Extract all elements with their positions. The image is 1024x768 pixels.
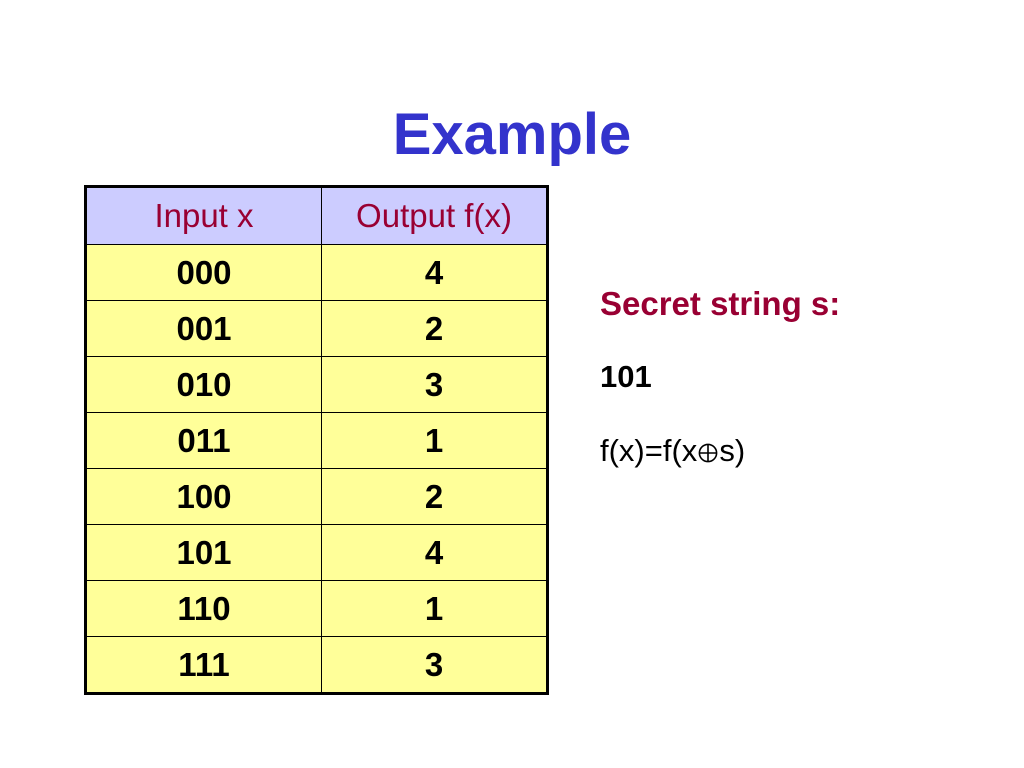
circled-plus-icon xyxy=(698,443,718,463)
input-cell: 011 xyxy=(85,412,322,469)
secret-string-label: Secret string s: xyxy=(600,285,841,322)
input-cell: 010 xyxy=(85,356,322,413)
input-cell: 001 xyxy=(85,300,322,357)
output-cell: 3 xyxy=(321,356,548,413)
truth-table: Input x Output f(x) 000 4 001 2 010 3 01… xyxy=(84,185,549,695)
relation-right: s) xyxy=(719,433,746,468)
input-cell: 111 xyxy=(85,636,322,694)
periodicity-relation: f(x)=f(x s) xyxy=(600,429,840,473)
output-cell: 1 xyxy=(321,580,548,637)
input-cell: 000 xyxy=(85,244,322,301)
table-row: 001 2 xyxy=(85,300,548,357)
input-cell: 100 xyxy=(85,468,322,525)
input-cell: 110 xyxy=(85,580,322,637)
table-row: 111 3 xyxy=(85,636,548,694)
table-header-row: Input x Output f(x) xyxy=(85,186,548,245)
header-output-fx: Output f(x) xyxy=(321,186,548,245)
output-cell: 1 xyxy=(321,412,548,469)
output-cell: 2 xyxy=(321,468,548,525)
output-cell: 4 xyxy=(321,244,548,301)
table-row: 000 4 xyxy=(85,244,548,301)
table-row: 100 2 xyxy=(85,468,548,525)
output-cell: 2 xyxy=(321,300,548,357)
input-cell: 101 xyxy=(85,524,322,581)
slide-title: Example xyxy=(392,102,632,167)
relation-left: f(x)=f(x xyxy=(600,433,698,468)
table-row: 010 3 xyxy=(85,356,548,413)
table-row: 011 1 xyxy=(85,412,548,469)
secret-string-value: 101 xyxy=(600,359,652,394)
output-cell: 3 xyxy=(321,636,548,694)
table-row: 101 4 xyxy=(85,524,548,581)
table-row: 110 1 xyxy=(85,580,548,637)
header-input-x: Input x xyxy=(85,186,322,245)
secret-panel: Secret string s: 101 f(x)=f(x s) xyxy=(600,280,840,473)
output-cell: 4 xyxy=(321,524,548,581)
